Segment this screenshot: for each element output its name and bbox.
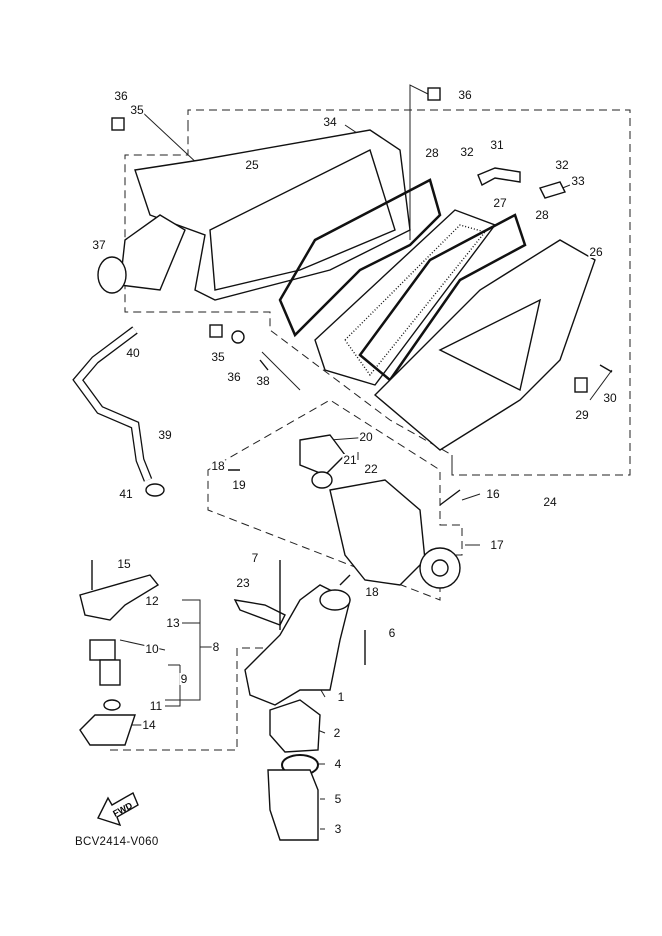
part-gasket [278, 178, 442, 338]
part-callout-34: 34 [322, 115, 338, 129]
part-joint [119, 214, 186, 291]
part-callout-32: 32 [554, 158, 570, 172]
part-callout-21: 21 [342, 453, 358, 467]
part-callout-24: 24 [542, 495, 558, 509]
part-callout-8: 8 [211, 640, 221, 654]
part-joint-lower [267, 769, 319, 841]
part-callout-40: 40 [125, 346, 141, 360]
part-callout-13: 13 [165, 616, 181, 630]
part-callout-15: 15 [116, 557, 132, 571]
part-callout-10: 10 [144, 642, 160, 656]
part-callout-2: 2 [332, 726, 342, 740]
part-callout-26: 26 [588, 245, 604, 259]
part-callout-9: 9 [179, 672, 189, 686]
part-callout-35: 35 [129, 103, 145, 117]
fwd-arrow [97, 791, 139, 827]
part-callout-18: 18 [364, 585, 380, 599]
part-callout-38: 38 [255, 374, 271, 388]
part-callout-12: 12 [144, 594, 160, 608]
part-callout-39: 39 [157, 428, 173, 442]
group-outline-air-cleaner [124, 109, 631, 476]
part-callout-17: 17 [489, 538, 505, 552]
part-callout-19: 19 [231, 478, 247, 492]
part-callout-16: 16 [485, 487, 501, 501]
part-callout-37: 37 [91, 238, 107, 252]
part-callout-25: 25 [244, 158, 260, 172]
part-intake-manifold [244, 584, 351, 706]
part-callout-27: 27 [492, 196, 508, 210]
part-callout-35: 35 [210, 350, 226, 364]
part-insulator [269, 699, 321, 753]
part-callout-20: 20 [358, 430, 374, 444]
part-callout-36: 36 [457, 88, 473, 102]
part-callout-14: 14 [141, 718, 157, 732]
part-callout-5: 5 [333, 792, 343, 806]
part-callout-30: 30 [602, 391, 618, 405]
part-injector [79, 574, 160, 621]
part-callout-29: 29 [574, 408, 590, 422]
part-callout-33: 33 [570, 174, 586, 188]
group-outline-injector [110, 647, 270, 751]
part-callout-6: 6 [387, 626, 397, 640]
part-callout-36: 36 [113, 89, 129, 103]
part-callout-23: 23 [235, 576, 251, 590]
part-callout-41: 41 [118, 487, 134, 501]
part-callout-7: 7 [250, 551, 260, 565]
part-callout-1: 1 [336, 690, 346, 704]
part-callout-28: 28 [424, 146, 440, 160]
part-callout-32: 32 [459, 145, 475, 159]
part-callout-31: 31 [489, 138, 505, 152]
part-throttle-body [329, 479, 426, 586]
diagram-code: BCV2414-V060 [75, 836, 159, 848]
part-callout-28: 28 [534, 208, 550, 222]
part-callout-18: 18 [210, 459, 226, 473]
part-callout-3: 3 [333, 822, 343, 836]
part-callout-11: 11 [148, 699, 164, 713]
part-callout-4: 4 [333, 757, 343, 771]
part-callout-36: 36 [226, 370, 242, 384]
part-callout-22: 22 [363, 462, 379, 476]
